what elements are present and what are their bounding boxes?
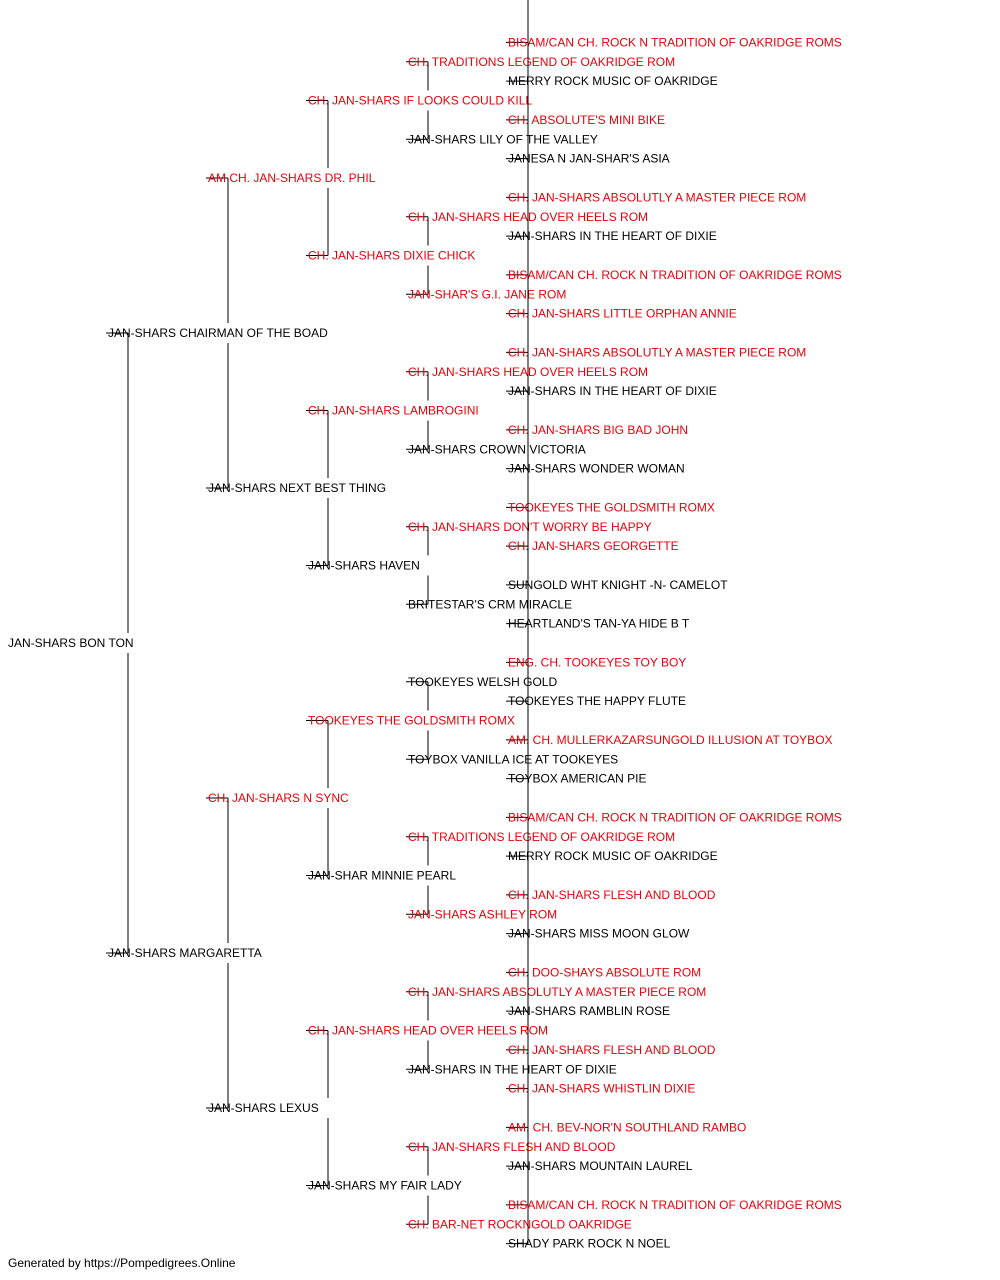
ancestor-name: JAN-SHARS MISS MOON GLOW: [508, 927, 690, 941]
ancestor-name: MERRY ROCK MUSIC OF OAKRIDGE: [508, 74, 718, 88]
ancestor-name: AM. CH. MULLERKAZARSUNGOLD ILLUSION AT T…: [508, 733, 833, 747]
ancestor-name: JAN-SHARS RAMBLIN ROSE: [508, 1004, 670, 1018]
ancestor-name: JAN-SHARS LILY OF THE VALLEY: [408, 132, 598, 146]
ancestor-name: AM. CH. BEV-NOR'N SOUTHLAND RAMBO: [508, 1120, 746, 1134]
ancestor-name: CH. TRADITIONS LEGEND OF OAKRIDGE ROM: [408, 55, 675, 69]
ancestor-name: SUNGOLD WHT KNIGHT -N- CAMELOT: [508, 578, 728, 592]
ancestor-name: JAN-SHARS HAVEN: [308, 559, 420, 573]
ancestor-name: JAN-SHAR'S G.I. JANE ROM: [408, 287, 566, 301]
ancestor-name: CH. BAR-NET ROCKNGOLD OAKRIDGE: [408, 1217, 632, 1231]
ancestor-name: SHADY PARK ROCK N NOEL: [508, 1237, 671, 1251]
ancestor-name: BISAM/CAN CH. ROCK N TRADITION OF OAKRID…: [508, 1198, 842, 1212]
ancestor-name: JAN-SHARS IN THE HEART OF DIXIE: [508, 384, 717, 398]
ancestor-name: JAN-SHARS WONDER WOMAN: [508, 462, 685, 476]
ancestor-name: JAN-SHAR MINNIE PEARL: [308, 869, 456, 883]
ancestor-name: JAN-SHARS MY FAIR LADY: [308, 1179, 462, 1193]
ancestor-name: CH. JAN-SHARS LITTLE ORPHAN ANNIE: [508, 307, 737, 321]
ancestor-name: BISAM/CAN CH. ROCK N TRADITION OF OAKRID…: [508, 268, 842, 282]
ancestor-name: AM CH. JAN-SHARS DR. PHIL: [208, 171, 376, 185]
ancestor-name: TOOKEYES THE GOLDSMITH ROMX: [308, 714, 515, 728]
ancestor-name: CH. JAN-SHARS N SYNC: [208, 791, 349, 805]
ancestor-name: BRITESTAR'S CRM MIRACLE: [408, 597, 572, 611]
ancestor-name: CH. JAN-SHARS FLESH AND BLOOD: [508, 888, 716, 902]
ancestor-name: TOYBOX VANILLA ICE AT TOOKEYES: [408, 752, 618, 766]
ancestor-name: MERRY ROCK MUSIC OF OAKRIDGE: [508, 849, 718, 863]
ancestor-name: TOOKEYES WELSH GOLD: [408, 675, 557, 689]
ancestor-name: CH. JAN-SHARS ABSOLUTLY A MASTER PIECE R…: [508, 190, 806, 204]
ancestor-name: CH. JAN-SHARS WHISTLIN DIXIE: [508, 1082, 695, 1096]
ancestor-name: CH. JAN-SHARS LAMBROGINI: [308, 404, 479, 418]
ancestor-name: JAN-SHARS CROWN VICTORIA: [408, 442, 586, 456]
ancestor-name: CH. ABSOLUTE'S MINI BIKE: [508, 113, 665, 127]
ancestor-name: CH. JAN-SHARS GEORGETTE: [508, 539, 679, 553]
ancestor-name: TOOKEYES THE HAPPY FLUTE: [508, 694, 686, 708]
ancestor-name: JAN-SHARS MARGARETTA: [108, 946, 262, 960]
footer-credit: Generated by https://Pompedigrees.Online: [8, 1256, 236, 1270]
ancestor-name: CH. JAN-SHARS IF LOOKS COULD KILL: [308, 94, 532, 108]
ancestor-name: CH. JAN-SHARS FLESH AND BLOOD: [408, 1140, 616, 1154]
subject-dog-name: JAN-SHARS BON TON: [8, 636, 134, 650]
ancestor-name: CH. JAN-SHARS BIG BAD JOHN: [508, 423, 688, 437]
ancestor-name: BISAM/CAN CH. ROCK N TRADITION OF OAKRID…: [508, 810, 842, 824]
ancestor-name: JANESA N JAN-SHAR'S ASIA: [508, 152, 670, 166]
ancestor-name: CH. JAN-SHARS ABSOLUTLY A MASTER PIECE R…: [508, 345, 806, 359]
ancestor-name: CH. JAN-SHARS FLESH AND BLOOD: [508, 1043, 716, 1057]
ancestor-name: CH. JAN-SHARS HEAD OVER HEELS ROM: [308, 1024, 548, 1038]
ancestor-name: CH. DOO-SHAYS ABSOLUTE ROM: [508, 965, 701, 979]
ancestor-name: JAN-SHARS IN THE HEART OF DIXIE: [508, 229, 717, 243]
ancestor-name: HEARTLAND'S TAN-YA HIDE B T: [508, 617, 690, 631]
ancestor-name: CH. JAN-SHARS DIXIE CHICK: [308, 249, 475, 263]
ancestor-name: CH. JAN-SHARS ABSOLUTLY A MASTER PIECE R…: [408, 985, 706, 999]
ancestor-name: CH. JAN-SHARS DON'T WORRY BE HAPPY: [408, 520, 652, 534]
ancestor-name: JAN-SHARS ASHLEY ROM: [408, 907, 557, 921]
ancestor-name: ENG. CH. TOOKEYES TOY BOY: [508, 655, 686, 669]
ancestor-name: JAN-SHARS CHAIRMAN OF THE BOAD: [108, 326, 328, 340]
ancestor-name: BISAM/CAN CH. ROCK N TRADITION OF OAKRID…: [508, 35, 842, 49]
ancestor-name: JAN-SHARS NEXT BEST THING: [208, 481, 386, 495]
ancestor-name: JAN-SHARS LEXUS: [208, 1101, 319, 1115]
ancestor-name: JAN-SHARS IN THE HEART OF DIXIE: [408, 1062, 617, 1076]
ancestor-name: JAN-SHARS MOUNTAIN LAUREL: [508, 1159, 693, 1173]
ancestor-name: CH. TRADITIONS LEGEND OF OAKRIDGE ROM: [408, 830, 675, 844]
ancestor-name: TOOKEYES THE GOLDSMITH ROMX: [508, 500, 715, 514]
ancestor-name: TOYBOX AMERICAN PIE: [508, 772, 646, 786]
